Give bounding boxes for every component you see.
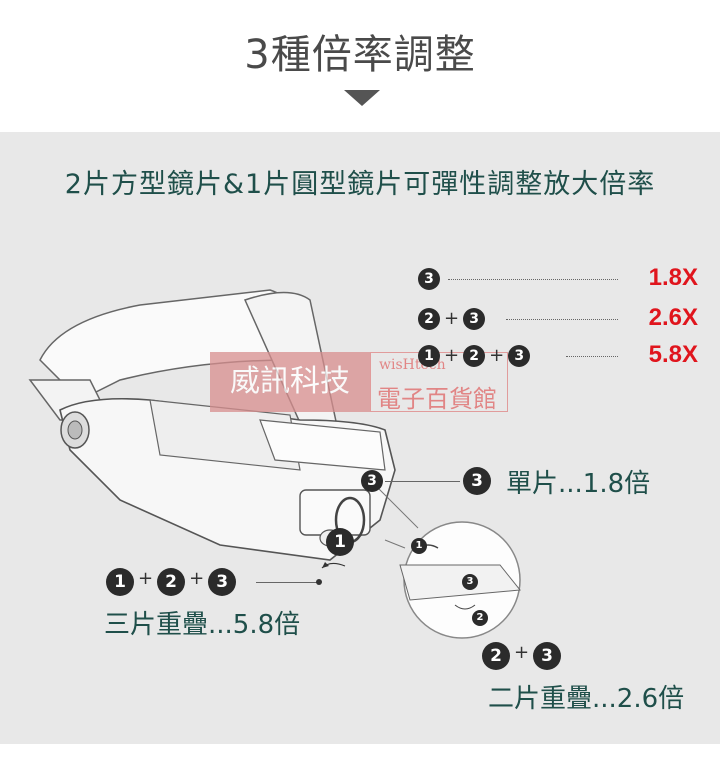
page-title: 3種倍率調整	[244, 32, 476, 78]
lens-badge-3-large: 3	[463, 467, 491, 495]
lens-badge-2: 2	[418, 308, 440, 330]
mag-row-1: 3 1.8X	[418, 264, 698, 292]
leader-line	[385, 481, 460, 482]
mag-value: 5.8X	[648, 341, 698, 368]
chevron-down-icon	[344, 90, 380, 106]
leader-dot	[316, 579, 322, 585]
mag-value: 1.8X	[648, 264, 698, 291]
watermark-store: 電子百貨館	[377, 385, 497, 413]
zoom-badge-2: 2	[472, 610, 488, 626]
lens-badge-3: 3	[508, 345, 531, 367]
plus-sign: +	[189, 568, 205, 589]
subtitle: 2片方型鏡片&1片圓型鏡片可彈性調整放大倍率	[64, 169, 656, 200]
lens-badge-1: 1	[106, 568, 134, 596]
single-lens-label: 單片...1.8倍	[506, 469, 651, 499]
triple-combo: 1+2+3	[106, 568, 237, 596]
zoom-badge-1: 1	[411, 538, 427, 554]
lens-badge-1-pointer: 1	[326, 528, 354, 556]
dotted-leader	[448, 279, 618, 280]
lens-badge-2: 2	[482, 642, 510, 670]
mag-row-3: 1+2+3 5.8X	[418, 341, 698, 369]
lens-badge-3: 3	[418, 268, 440, 290]
watermark: 威訊科技 wisHtech 電子百貨館	[210, 352, 508, 413]
lens-combo: 2+3	[418, 308, 486, 330]
plus-sign: +	[514, 642, 530, 663]
lens-badge-3: 3	[533, 642, 562, 670]
lens-badge-2: 2	[157, 568, 186, 596]
dotted-leader	[566, 356, 618, 357]
header: 3種倍率調整	[0, 0, 720, 132]
lens-badge-1: 1	[418, 345, 440, 367]
mag-row-2: 2+3 2.6X	[418, 304, 698, 332]
watermark-text: 威訊科技	[210, 352, 370, 412]
dotted-leader	[506, 319, 618, 320]
lens-badge-3-pointer: 3	[361, 470, 383, 492]
double-lens-label: 二片重疊...2.6倍	[488, 684, 685, 714]
double-combo: 2+3	[482, 642, 562, 670]
plus-sign: +	[444, 345, 460, 366]
lens-combo: 1+2+3	[418, 345, 531, 367]
lens-badge-3: 3	[463, 308, 486, 330]
lens-badge-3: 3	[208, 568, 237, 596]
lens-combo: 3	[418, 268, 440, 290]
mag-value: 2.6X	[648, 304, 698, 331]
triple-lens-label: 三片重疊...5.8倍	[104, 610, 301, 640]
bottom-margin	[0, 744, 720, 764]
plus-sign: +	[444, 308, 460, 329]
zoom-badge-3: 3	[462, 574, 478, 590]
lens-badge-2: 2	[463, 345, 486, 367]
leader-line	[256, 582, 318, 583]
plus-sign: +	[489, 345, 505, 366]
plus-sign: +	[138, 568, 154, 589]
